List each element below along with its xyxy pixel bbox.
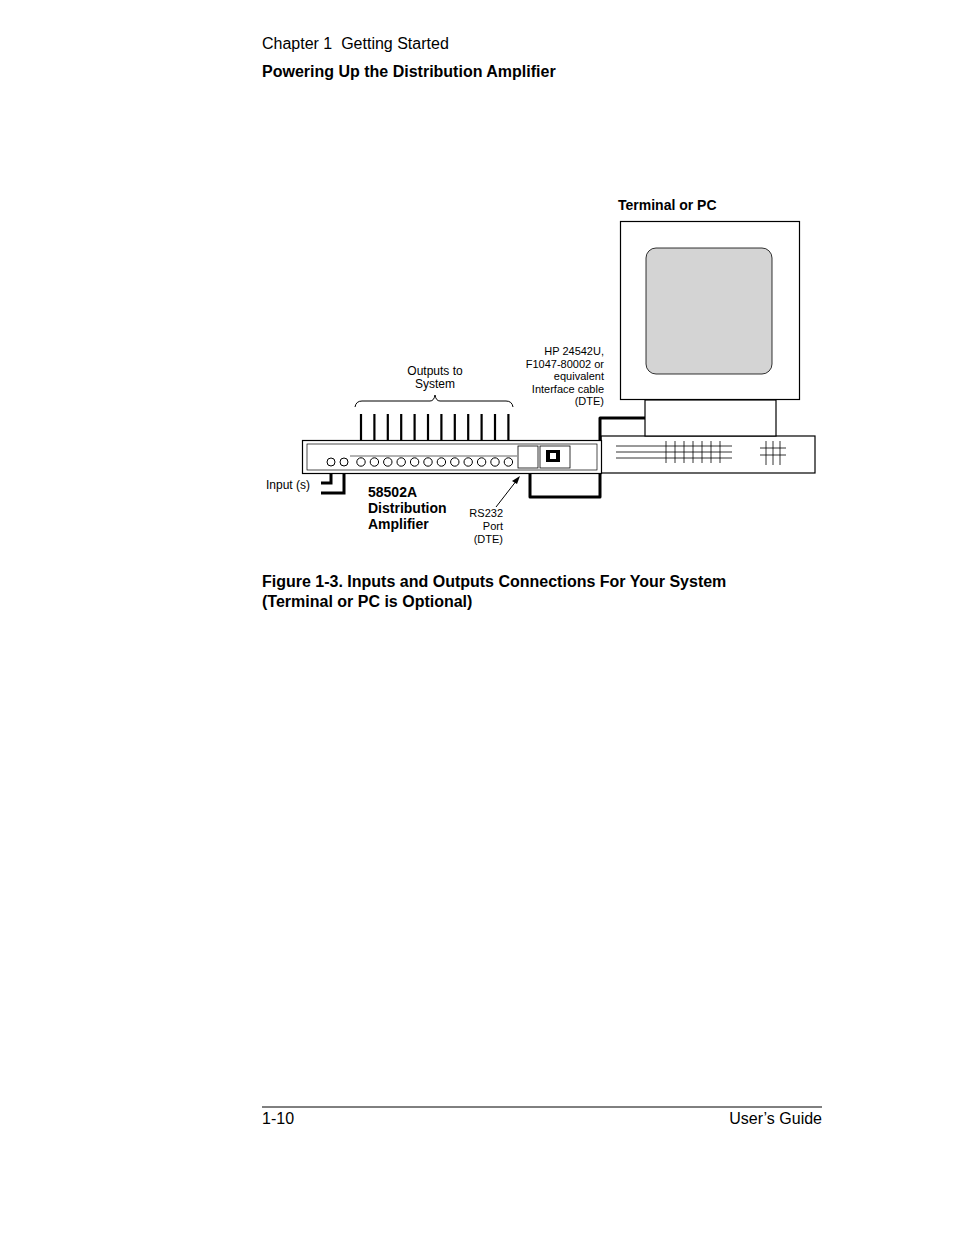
cable-label: HP 24542U, F1047-80002 or equivalent Int… (520, 345, 604, 408)
unit-outline (620, 221, 800, 436)
arrowhead (512, 476, 520, 484)
unit-outline (302, 440, 602, 474)
keyboard-keys (616, 446, 786, 458)
keyboard-keys (666, 441, 780, 465)
outputs-label: Outputs to System (400, 365, 470, 391)
unit-name: 58502A Distribution Amplifier (368, 484, 464, 532)
page-number: 1-10 (262, 1110, 294, 1128)
bracket (355, 395, 513, 407)
terminal-unit: Terminal or PC (620, 221, 800, 436)
footer-rule (262, 1107, 822, 1108)
footer-title: User’s Guide (700, 1110, 822, 1128)
keyboard (601, 436, 815, 473)
figure-caption: Figure 1-3. Inputs and Outputs Connectio… (262, 572, 792, 612)
input-label: Input (s) (266, 478, 310, 492)
amplifier-unit: 58502A Distribution Amplifier (302, 440, 602, 474)
unit-name: Terminal or PC (618, 197, 717, 213)
port-label: RS232 Port (DTE) (455, 507, 503, 546)
section-heading: Powering Up the Distribution Amplifier (262, 63, 556, 81)
chapter-header: Chapter 1 Getting Started (262, 35, 449, 53)
leader-line (496, 480, 517, 507)
